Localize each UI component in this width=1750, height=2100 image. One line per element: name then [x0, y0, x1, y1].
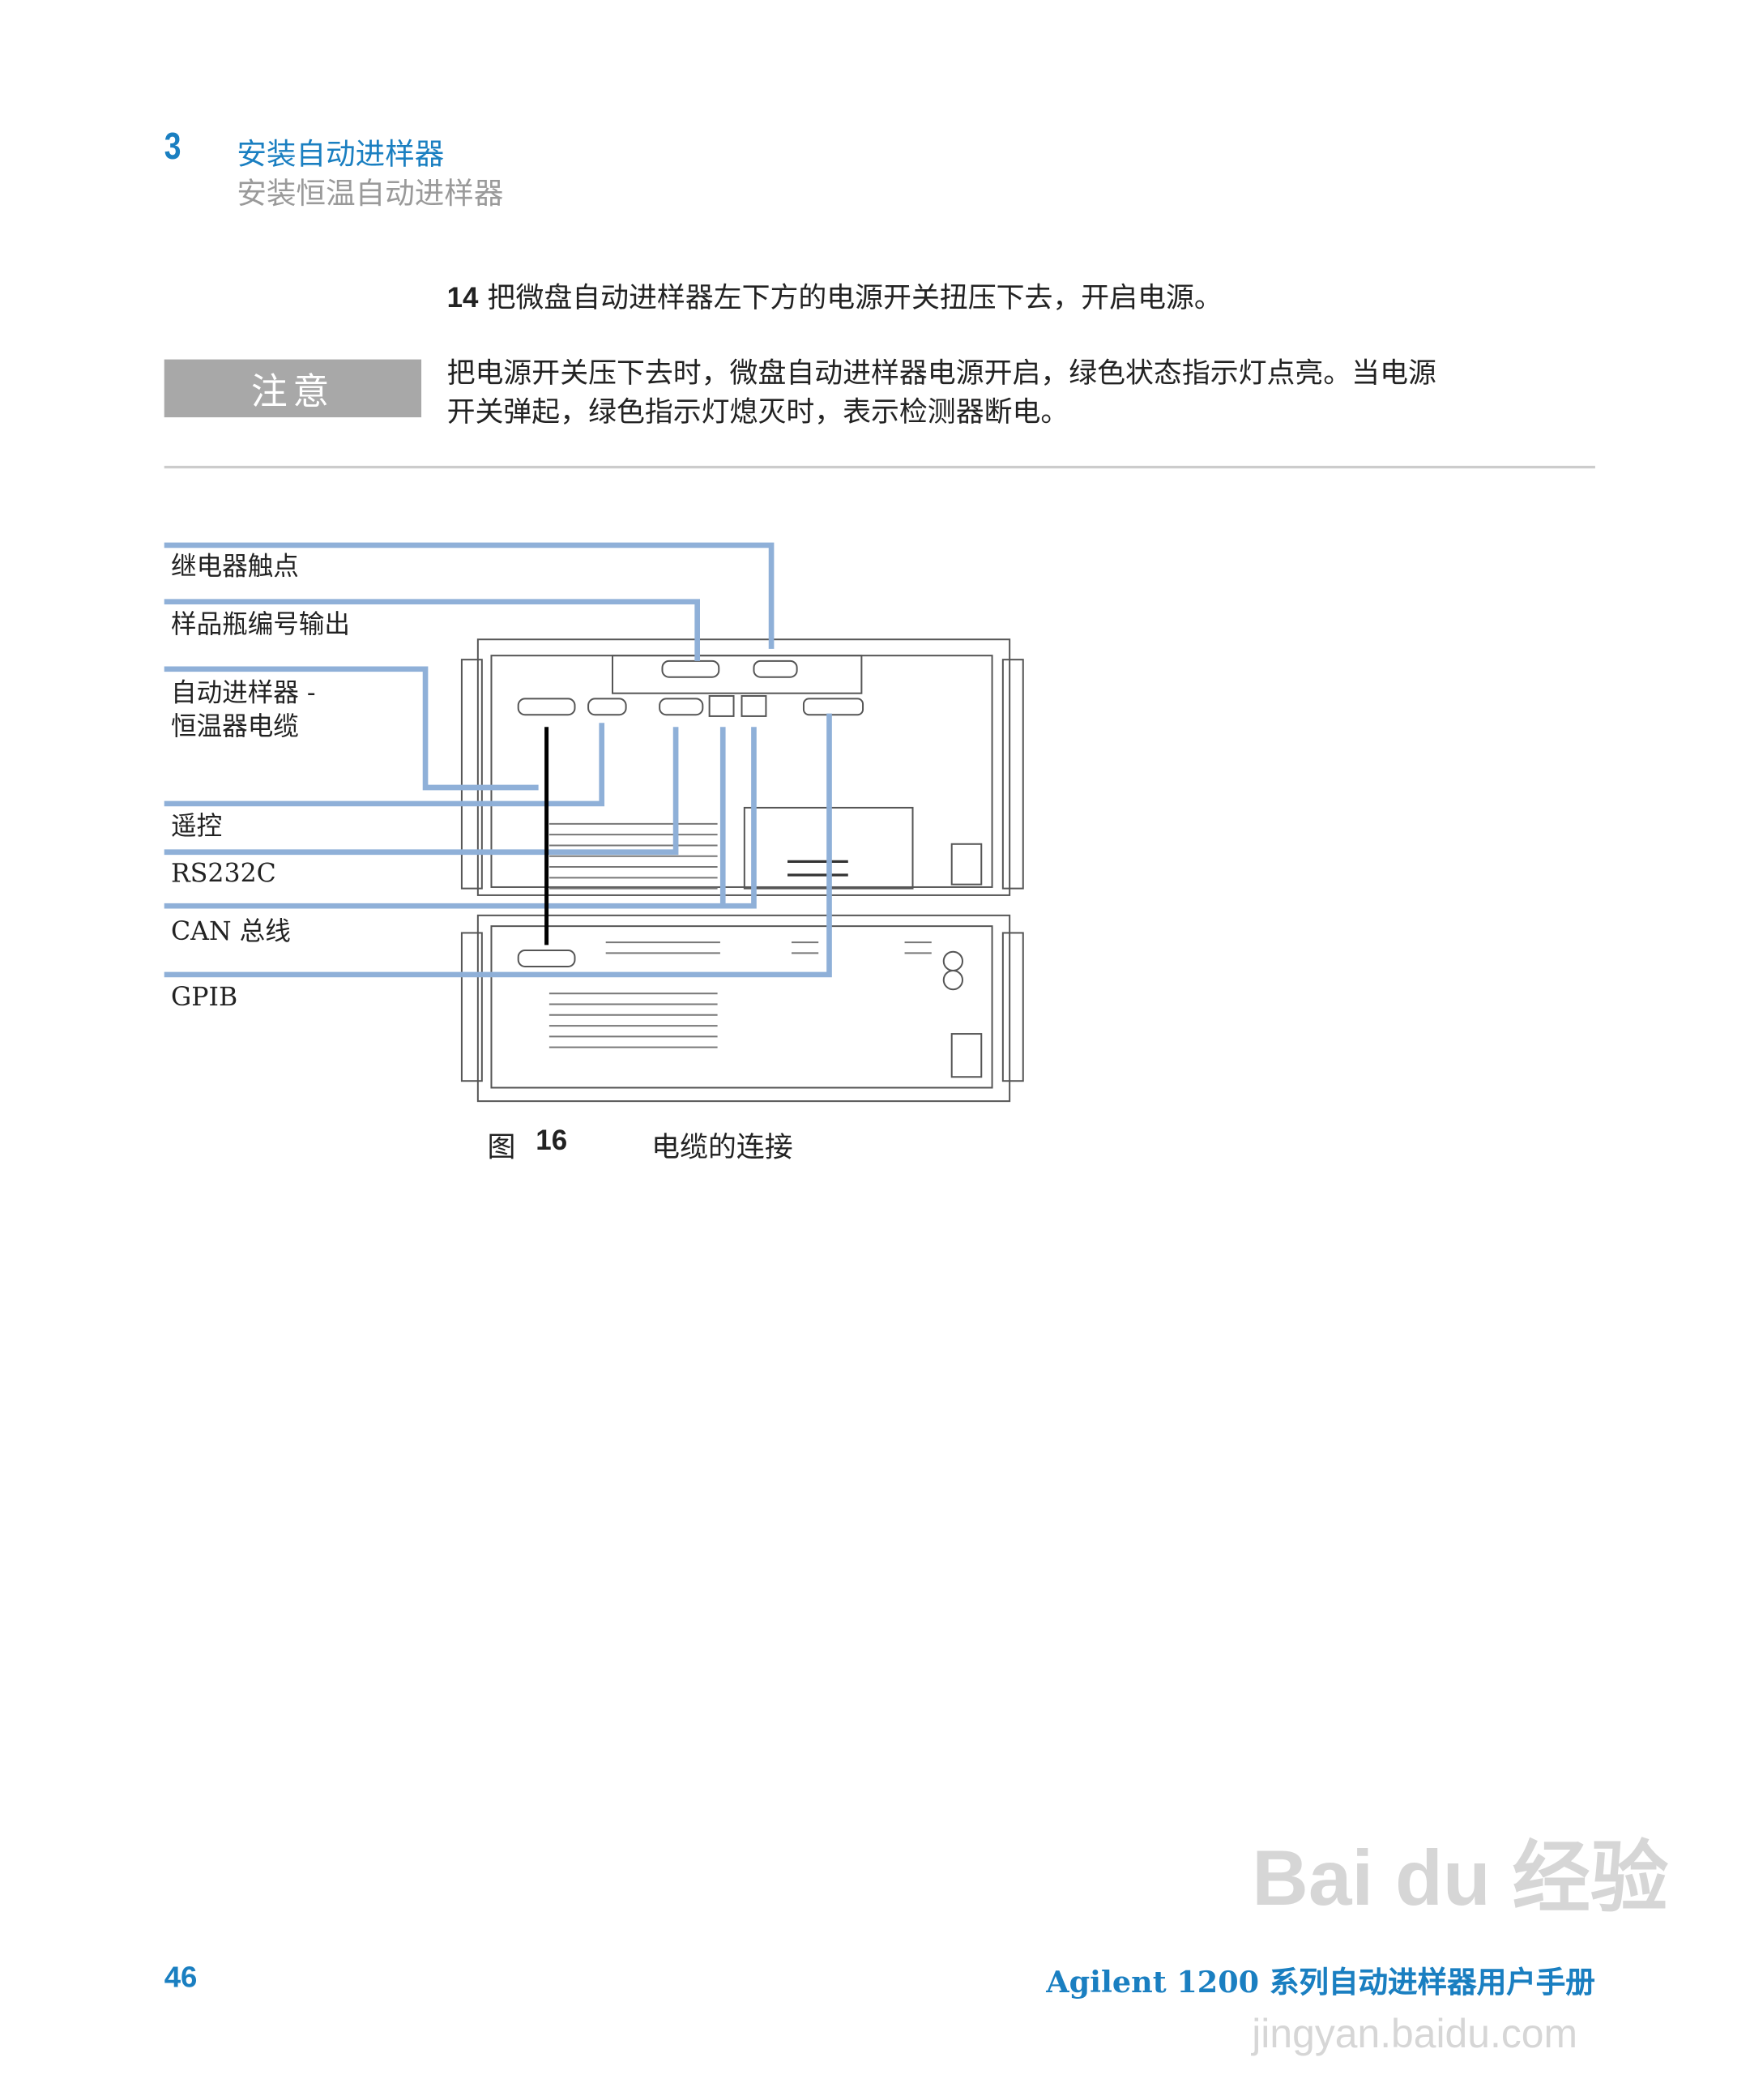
note-label: 注意: [164, 359, 422, 418]
figure-caption-prefix: 图: [487, 1130, 516, 1163]
label-vial-number-output: 样品瓶编号输出: [171, 609, 351, 640]
watermark-url: jingyan.baidu.com: [1252, 2012, 1578, 2057]
note-line: 开关弹起，绿色指示灯熄灭时，表示检测器断电。: [446, 395, 1069, 429]
figure-caption: 电缆的连接: [651, 1130, 793, 1163]
label-remote: 遥控: [171, 811, 223, 842]
step-14: 14 把微盘自动进样器左下方的电源开关扭压下去，开启电源。: [447, 276, 1223, 317]
leader-lines: [164, 542, 832, 978]
label-thermostat-cable-2: 恒温器电缆: [171, 711, 299, 742]
label-can-bus: CAN 总线: [171, 916, 291, 947]
manual-title: Agilent 1200 系列自动进样器用户手册: [1046, 1965, 1595, 2001]
leader-gpib: [164, 713, 832, 978]
chapter-title: 安装自动进样器: [237, 139, 445, 173]
page-number: 46: [164, 1960, 198, 1994]
thermostat-rear-panel: [460, 914, 1024, 1103]
watermark-logo: Bai du 经验: [1252, 1834, 1669, 1923]
label-gpib: GPIB: [171, 982, 238, 1013]
figure-number: 16: [536, 1125, 568, 1157]
leader-thermostat-cable: [164, 666, 539, 791]
note-line: 把电源开关压下去时，微盘自动进样器电源开启，绿色状态指示灯点亮。当电源: [446, 356, 1436, 390]
cable-connection-diagram: [164, 542, 1024, 1103]
chapter-number: 3: [164, 125, 181, 168]
label-thermostat-cable-1: 自动进样器 -: [171, 678, 316, 708]
leader-vial-output: [164, 599, 701, 661]
divider: [164, 465, 1595, 469]
step-number: 14: [446, 282, 479, 314]
leader-can-bus: [164, 727, 757, 909]
leader-remote: [164, 723, 605, 807]
leader-rs232c: [164, 727, 679, 856]
step-text: 把微盘自动进样器左下方的电源开关扭压下去，开启电源。: [487, 281, 1223, 314]
leader-relay-contacts: [164, 542, 775, 649]
label-rs232c: RS232C: [171, 859, 276, 889]
note-text: 把电源开关压下去时，微盘自动进样器电源开启，绿色状态指示灯点亮。当电源 开关弹起…: [447, 354, 1436, 432]
section-title: 安装恒温自动进样器: [237, 177, 504, 211]
label-relay-contacts: 继电器触点: [171, 552, 299, 582]
